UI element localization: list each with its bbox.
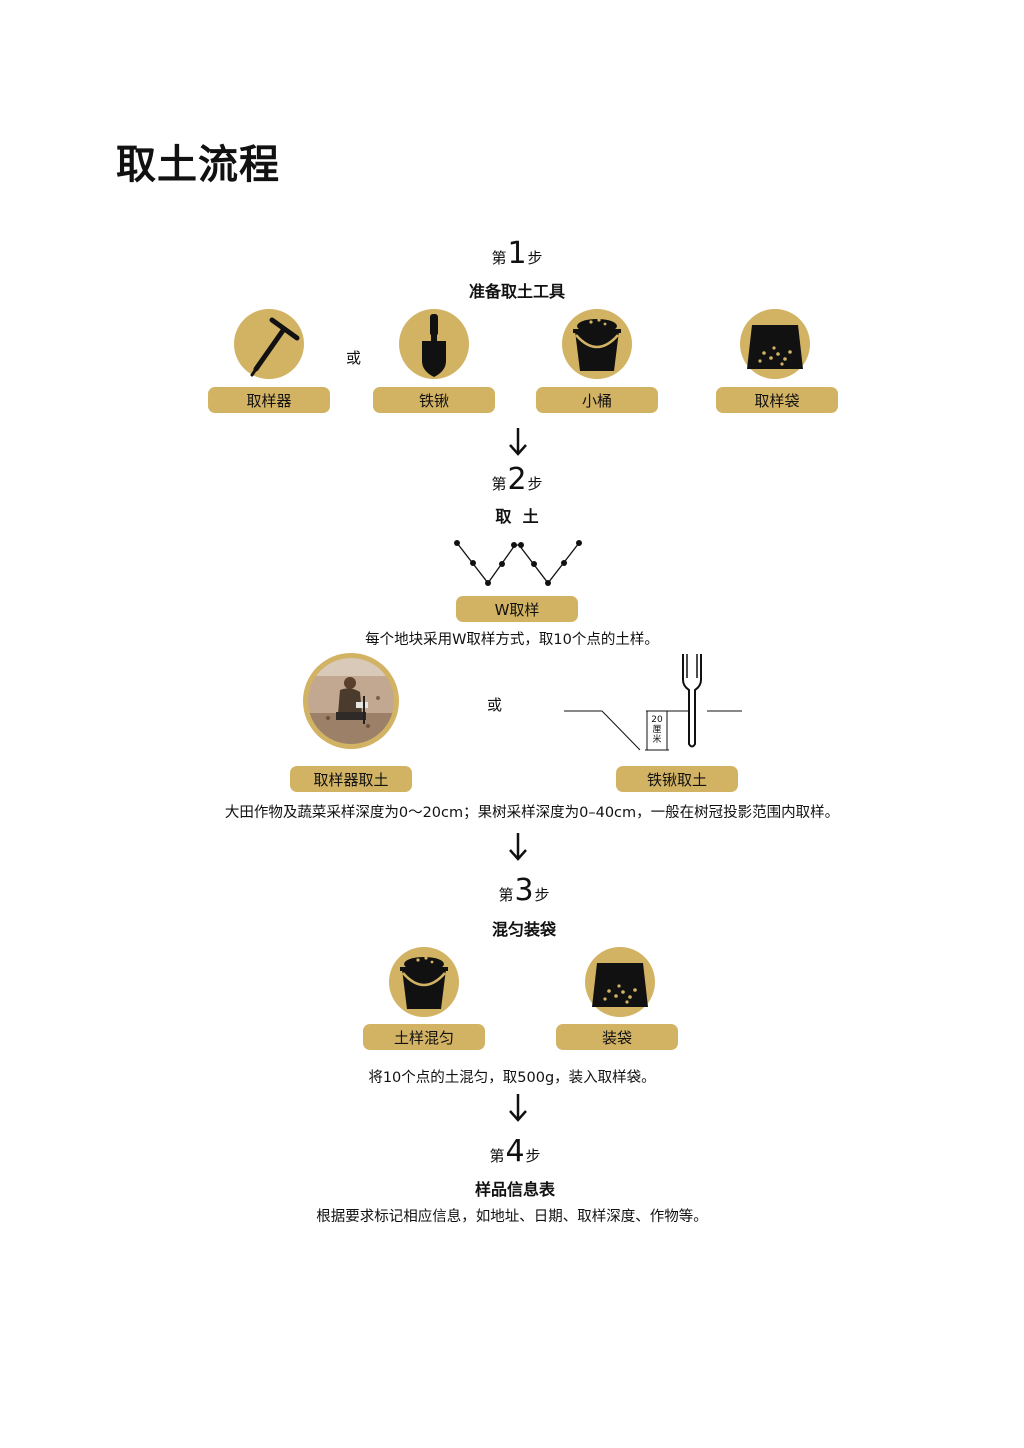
w-sampling-pattern-icon [454, 540, 582, 586]
step-2-heading: 取 土 [495, 507, 539, 526]
bagging-label: 装袋 [556, 1024, 678, 1050]
bucket-icon [562, 309, 632, 379]
tool-bucket-label: 小桶 [536, 387, 658, 413]
depth-desc: 大田作物及蔬菜采样深度为0～20cm；果树采样深度为0–40cm，一般在树冠投影… [224, 805, 840, 821]
tool-bag-label: 取样袋 [716, 387, 838, 413]
shovel-depth-diagram [564, 654, 742, 751]
soil-sampler-icon [234, 309, 304, 379]
method-shovel-label: 铁锹取土 [616, 766, 738, 792]
tool-shovel-label: 铁锹 [373, 387, 495, 413]
step-3-heading: 混匀装袋 [491, 920, 556, 939]
w-sampling-desc: 每个地块采用W取样方式，取10个点的土样。 [365, 632, 659, 648]
down-arrow-icon [509, 833, 527, 861]
or-label-2: 或 [487, 696, 503, 714]
or-label: 或 [346, 349, 362, 367]
mix-desc: 将10个点的土混匀，取500g，装入取样袋。 [368, 1070, 656, 1086]
down-arrow-icon [509, 1094, 527, 1122]
page-title: 取土流程 [116, 142, 280, 188]
shovel-icon [399, 309, 469, 379]
step-4-label: 第4步 [489, 1134, 541, 1169]
sampler-photo [303, 653, 399, 749]
step-1-label: 第1步 [491, 236, 543, 271]
bucket-icon [389, 947, 459, 1017]
step-1-heading: 准备取土工具 [468, 282, 565, 301]
method-sampler-label: 取样器取土 [290, 766, 412, 792]
sample-bag-icon [740, 309, 810, 379]
step-3-label: 第3步 [498, 873, 550, 908]
step-4-heading: 样品信息表 [474, 1180, 555, 1199]
w-sampling-label: W取样 [456, 596, 578, 622]
tool-sampler-label: 取样器 [208, 387, 330, 413]
step-2-label: 第2步 [491, 462, 543, 497]
info-desc: 根据要求标记相应信息，如地址、日期、取样深度、作物等。 [316, 1209, 708, 1225]
sample-bag-icon [585, 947, 655, 1017]
down-arrow-icon [509, 428, 527, 456]
mix-label: 土样混匀 [363, 1024, 485, 1050]
